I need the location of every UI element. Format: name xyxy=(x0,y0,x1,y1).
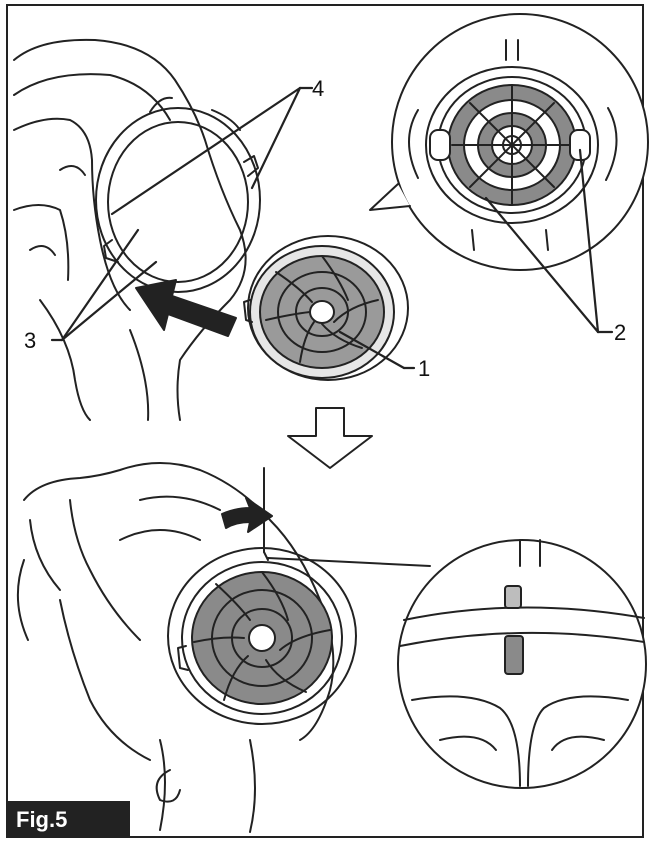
callout-1: 1 xyxy=(418,356,431,381)
tool-body-top xyxy=(13,38,247,421)
dust-cover-filter-installed xyxy=(167,467,357,725)
callout-4: 4 xyxy=(312,76,325,101)
dust-cover-filter-top xyxy=(243,235,409,381)
callout-2: 2 xyxy=(614,320,627,345)
detail-view-bottom xyxy=(397,539,647,789)
callout-3: 3 xyxy=(24,328,37,353)
filter-housing-ring xyxy=(95,96,261,293)
detail-view-top xyxy=(369,13,649,271)
leader-lines xyxy=(50,86,614,370)
figure-label: Fig.5 xyxy=(6,801,130,838)
rotate-arrow-icon xyxy=(221,497,273,533)
down-arrow-icon xyxy=(287,407,373,469)
push-arrow-icon xyxy=(135,279,237,337)
detail-leader-bottom xyxy=(267,557,431,567)
